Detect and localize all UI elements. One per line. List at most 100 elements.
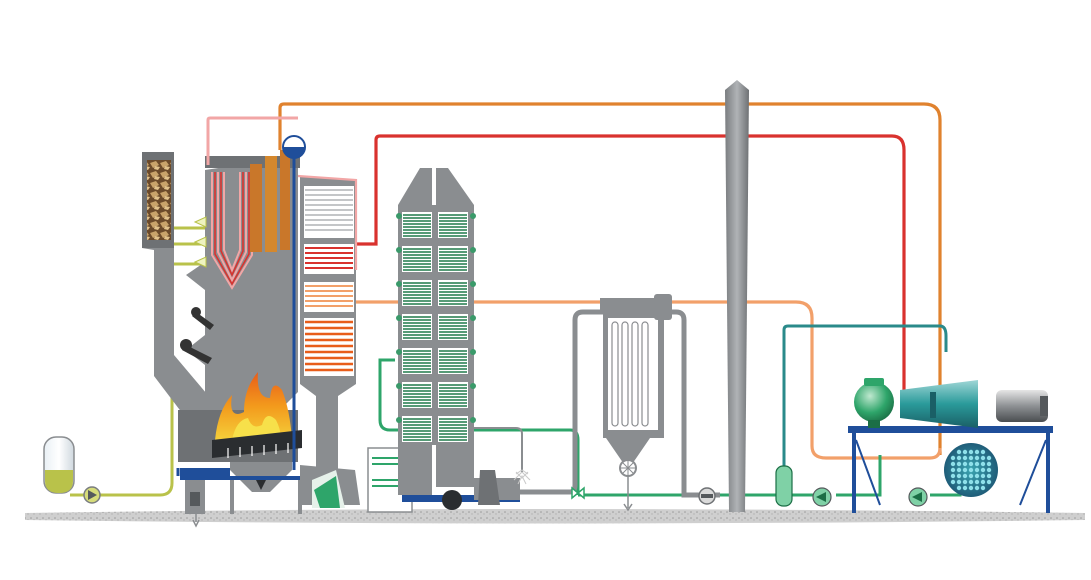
- condenser-tube: [974, 479, 980, 485]
- condenser-tube: [968, 485, 974, 491]
- condenser-tube: [986, 479, 992, 485]
- condenser-tube: [974, 473, 980, 479]
- superheater: [297, 174, 358, 475]
- header-node: [470, 247, 476, 253]
- condenser-tube: [962, 455, 968, 461]
- tube-bank: [402, 382, 432, 408]
- cooling-water-pump: [908, 487, 928, 507]
- condenser-tube: [968, 473, 974, 479]
- condenser-tube: [950, 455, 956, 461]
- condensate-tank: [775, 465, 793, 507]
- header-node: [470, 213, 476, 219]
- main-steam-line: [278, 102, 942, 455]
- condenser: [944, 443, 998, 497]
- tube-bank: [438, 416, 468, 442]
- condenser-tube: [950, 479, 956, 485]
- condenser-tube: [974, 449, 980, 455]
- fuel-silo: [142, 152, 212, 430]
- condenser-tube: [974, 455, 980, 461]
- induced-draft-fan: [698, 487, 716, 505]
- condenser-tube: [968, 449, 974, 455]
- header-node: [396, 417, 402, 423]
- header-node: [396, 349, 402, 355]
- condenser-tube: [986, 467, 992, 473]
- generator: [996, 390, 1048, 422]
- header-node: [470, 281, 476, 287]
- tube-bank: [402, 416, 432, 442]
- condenser-tube: [956, 473, 962, 479]
- tube-bank: [402, 348, 432, 374]
- condenser-tube: [956, 485, 962, 491]
- tube-bank: [402, 246, 432, 272]
- header-node: [470, 383, 476, 389]
- header-node: [396, 281, 402, 287]
- header-node: [396, 383, 402, 389]
- header-node: [396, 315, 402, 321]
- condenser-tube: [962, 467, 968, 473]
- fuel-feed-pump: [83, 486, 101, 504]
- turbine-skid: [848, 426, 1053, 513]
- condenser-tube: [986, 455, 992, 461]
- header-node: [396, 247, 402, 253]
- sorbent-nozzle: [513, 469, 531, 485]
- tube-bank: [438, 246, 468, 272]
- steam-drum: [282, 135, 306, 159]
- tube-bank: [438, 348, 468, 374]
- tube-bank: [438, 382, 468, 408]
- tube-bank: [402, 314, 432, 340]
- header-node: [470, 349, 476, 355]
- condenser-tube: [968, 467, 974, 473]
- condenser-tube: [956, 479, 962, 485]
- grate-fire: [180, 372, 306, 528]
- condenser-tube: [974, 461, 980, 467]
- condenser-tube: [980, 455, 986, 461]
- condenser-tube: [986, 473, 992, 479]
- bag-filter: [600, 294, 672, 512]
- condenser-tube: [974, 485, 980, 491]
- deaerator: [854, 378, 894, 428]
- condenser-tube: [980, 479, 986, 485]
- condenser-tube: [950, 473, 956, 479]
- tube-bank: [402, 212, 432, 238]
- condenser-tube: [956, 467, 962, 473]
- condenser-tube: [956, 455, 962, 461]
- condenser-tube: [980, 449, 986, 455]
- condenser-tube: [962, 473, 968, 479]
- sorbent-duct: [470, 427, 523, 472]
- steam-turbine: [900, 380, 978, 428]
- header-node: [470, 315, 476, 321]
- condensate-pump: [812, 487, 832, 507]
- flue-gas-fan: [402, 470, 529, 510]
- condenser-tube: [962, 485, 968, 491]
- economizer-tube-banks: [396, 212, 476, 442]
- tube-bank: [438, 212, 468, 238]
- condenser-tube: [974, 467, 980, 473]
- condenser-tube: [980, 485, 986, 491]
- condenser-tube: [968, 479, 974, 485]
- condenser-tube: [950, 461, 956, 467]
- condenser-tube: [968, 455, 974, 461]
- condenser-tube: [962, 461, 968, 467]
- header-node: [470, 417, 476, 423]
- condenser-tube: [986, 461, 992, 467]
- condenser-tube: [956, 461, 962, 467]
- condenser-tube: [980, 461, 986, 467]
- cooling-water-line: [782, 324, 948, 480]
- tube-bank: [438, 280, 468, 306]
- condenser-tube: [962, 449, 968, 455]
- header-node: [396, 213, 402, 219]
- condenser-tube: [980, 473, 986, 479]
- condenser-tube: [968, 461, 974, 467]
- condenser-tube: [962, 479, 968, 485]
- feedwater-line: [352, 300, 942, 460]
- condenser-tube: [950, 467, 956, 473]
- economizer-air-preheater: [396, 168, 476, 495]
- condenser-tube: [956, 449, 962, 455]
- condenser-tube: [980, 467, 986, 473]
- tube-bank: [438, 314, 468, 340]
- reheat-steam-line: [352, 134, 906, 395]
- ground: [25, 509, 1085, 524]
- feedwater-valve: [571, 486, 585, 500]
